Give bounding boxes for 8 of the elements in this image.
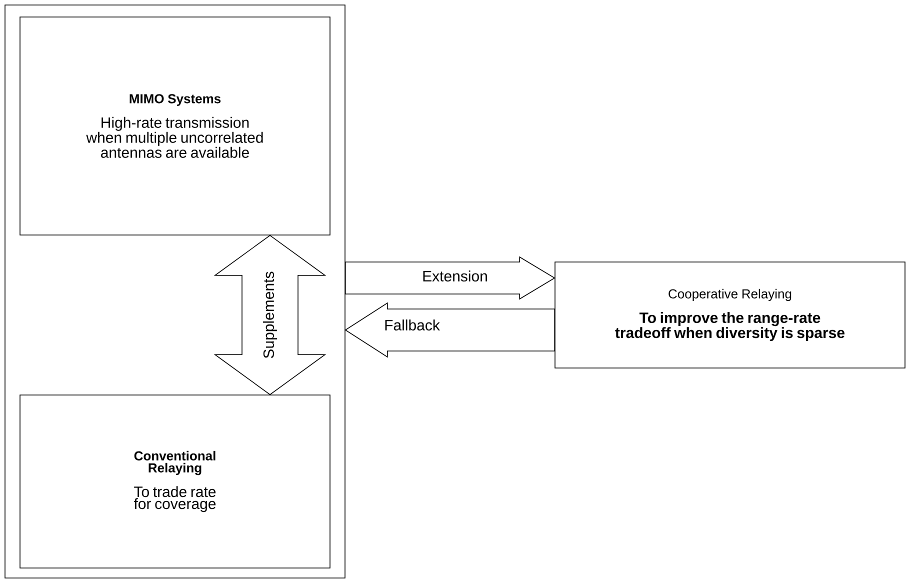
block-arrow [345,256,556,300]
process-box: Cooperative Relaying To improve the range-rate tradeoff when diversity is sparse [554,262,906,368]
process-box: Conventional Relaying To trade rate for coverage [20,394,330,568]
edge-label: Supplements [263,272,277,358]
edge-label: Fallback [385,320,440,330]
process-box: MIMO Systems High-rate transmission when multiple uncorrelated antennas are available [20,16,330,236]
edge-label: Extension [423,270,487,282]
block-arrow [344,302,555,358]
